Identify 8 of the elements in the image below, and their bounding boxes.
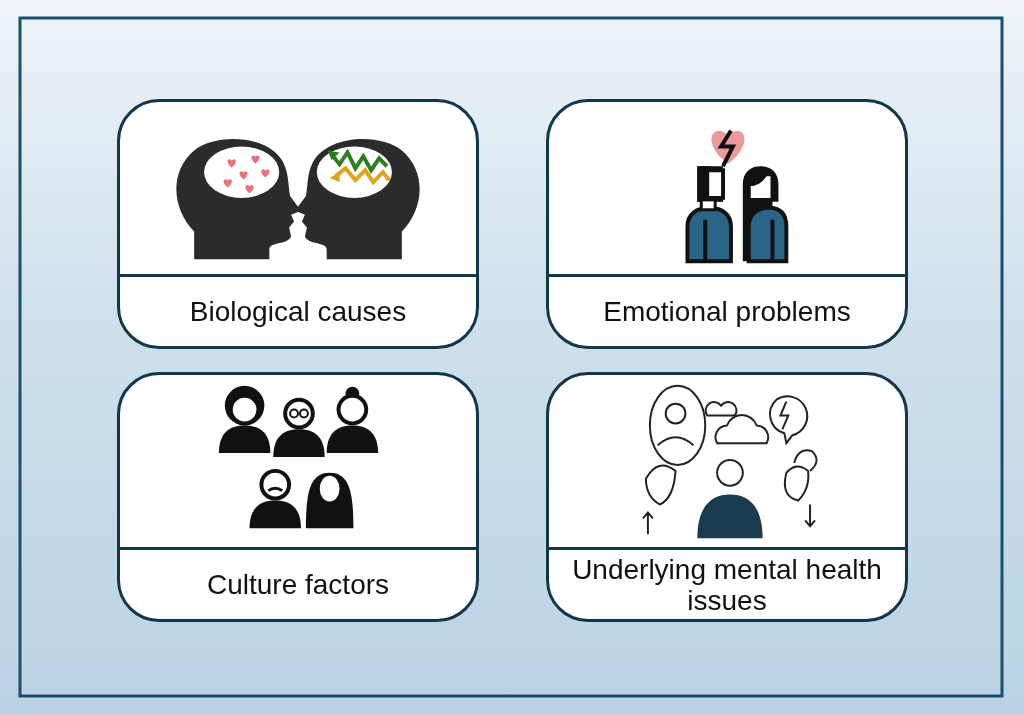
card-label: Biological causes — [189, 296, 407, 327]
card-label: Underlying mental health issues — [571, 553, 883, 616]
card-label: Emotional problems — [603, 296, 851, 327]
card-label: Culture factors — [206, 569, 390, 600]
card — [546, 372, 908, 622]
card — [546, 99, 908, 349]
card — [117, 372, 479, 622]
card — [117, 99, 479, 349]
